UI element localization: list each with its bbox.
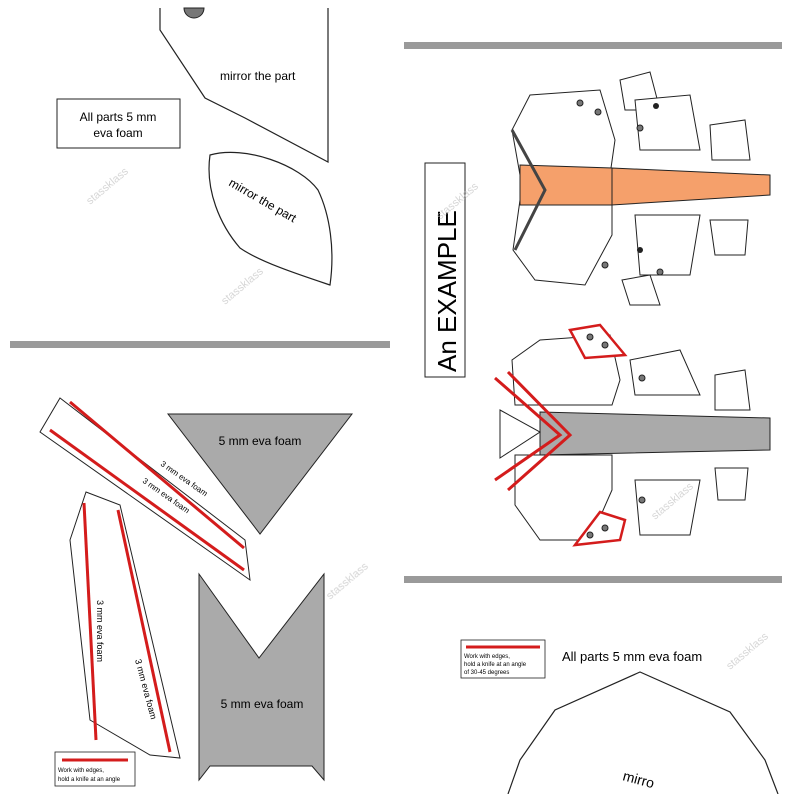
- rivet-icon: [586, 531, 594, 539]
- red-edge-v-2: [506, 370, 573, 492]
- bottom-right-panel: Work with edges, hold a knife at an angl…: [460, 639, 779, 794]
- watermark-text: stassklass: [219, 265, 266, 307]
- all-parts-label-right: All parts 5 mm eva foam: [562, 649, 702, 664]
- white-triangle-part: [499, 409, 541, 459]
- example-figure-bottom: [494, 323, 771, 547]
- vertical-strip-edge-red-4: [116, 509, 172, 753]
- plate-small-9: [634, 479, 701, 536]
- plate-small-2: [634, 94, 701, 151]
- watermark-text: stassklass: [84, 165, 131, 207]
- edge-note-box: [54, 751, 136, 787]
- notched-part: [198, 572, 325, 782]
- vertical-strip-part: [69, 491, 181, 759]
- top-left-panel: mirror the part All parts 5 mm eva foam …: [56, 7, 333, 286]
- notch-label: 5 mm eva foam: [221, 697, 304, 711]
- vertical-strip-edge-red-3: [82, 502, 98, 741]
- rivet-icon: [586, 333, 594, 341]
- leaf-part-outline: [208, 151, 333, 286]
- plate-small-4: [634, 214, 701, 276]
- rivet-icon: [653, 103, 659, 109]
- example-label: An EXAMPLE: [432, 210, 462, 372]
- plate-small-6: [621, 274, 661, 306]
- plate-small-5: [709, 219, 749, 256]
- divider-left: [10, 341, 390, 348]
- plate-small-8: [714, 369, 751, 411]
- rivet-icon: [638, 496, 646, 504]
- top-left-plate-lower: [512, 199, 613, 286]
- red-plate-top: [568, 323, 628, 360]
- diagonal-strip-edge-red-2: [49, 428, 245, 572]
- edge-note-right-line2: hold a knife at an angle: [464, 662, 527, 668]
- dark-edge-wing: [510, 129, 547, 251]
- example-label-box: [424, 162, 466, 378]
- edge-note-right-line3: of 30-45 degrees: [464, 670, 509, 676]
- rivet-icon: [601, 524, 609, 532]
- watermark-text: stassklass: [324, 560, 371, 602]
- edge-note-line2: hold a knife at an angle: [58, 777, 121, 783]
- rivet-icon: [656, 268, 664, 276]
- diagonal-strip-edge-red-1: [69, 400, 245, 550]
- rivet-icon: [601, 261, 609, 269]
- divider-bottom-right: [404, 576, 782, 583]
- triangle-part: [166, 413, 354, 535]
- gray-band: [539, 411, 771, 456]
- example-figure-top: [510, 71, 771, 306]
- rivet-icon: [637, 247, 643, 253]
- bottom-left-panel: 3 mm eva foam 3 mm eva foam 5 mm eva foa…: [39, 397, 354, 787]
- all-parts-label-line2: eva foam: [93, 126, 142, 140]
- rivet-icon: [636, 124, 644, 132]
- mirror-label-1: mirror the part: [220, 69, 296, 83]
- strip-label-3: 3 mm eva foam: [95, 600, 105, 662]
- watermark-text: stassklass: [724, 630, 771, 672]
- rivet-icon: [576, 99, 584, 107]
- mirrored-part-outline: [159, 8, 329, 163]
- example-panel: An EXAMPLE: [424, 71, 771, 547]
- plate-small-10: [714, 467, 749, 501]
- all-parts-box: [56, 98, 181, 149]
- dome-part-outline: [507, 671, 779, 794]
- plate-small-7: [629, 349, 701, 396]
- edge-note-line1: Work with edges,: [58, 768, 104, 774]
- red-edge-v-1: [494, 376, 563, 482]
- part-hole: [183, 7, 205, 19]
- plate-small-3: [709, 119, 751, 161]
- top-left-plate: [511, 89, 616, 176]
- diagonal-strip-part: [39, 397, 251, 582]
- all-parts-label-line1: All parts 5 mm: [80, 110, 157, 124]
- orange-band-right: [611, 167, 771, 206]
- rivet-icon: [638, 374, 646, 382]
- rivet-icon: [594, 108, 602, 116]
- triangle-label: 5 mm eva foam: [219, 434, 302, 448]
- divider-top-right: [404, 42, 782, 49]
- edge-note-right-line1: Work with edges,: [464, 654, 510, 660]
- rivet-icon: [601, 341, 609, 349]
